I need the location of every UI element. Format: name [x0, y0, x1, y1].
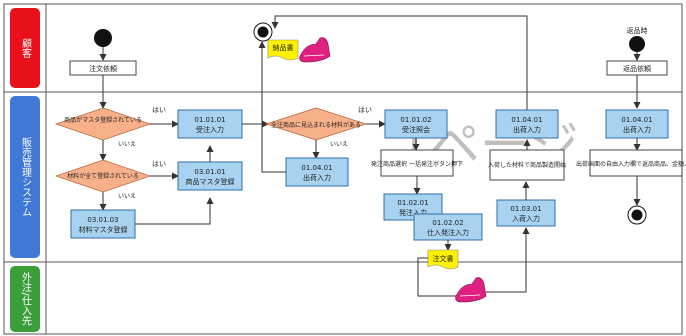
order-inquiry-box	[384, 109, 448, 139]
order-entry-label: 受注入力	[196, 125, 224, 134]
decision-product-master-label: 商品がマスタ登録されている	[64, 116, 142, 124]
initial-node-return	[629, 36, 645, 52]
po-entry-id: 01.02.01	[397, 199, 428, 207]
shipping-3-id: 01.04.01	[621, 116, 652, 124]
lane-label-supplier: 外注/仕入先	[20, 272, 32, 326]
edge-yes-2: はい	[152, 160, 166, 168]
edge-no-2: いいえ	[118, 193, 136, 200]
shipping-2-id: 01.04.01	[511, 116, 542, 124]
po-batch-label: 発注商品選択 一括発注ボタン押下	[371, 160, 463, 168]
lane-header-customer: 顧客	[10, 8, 40, 88]
lane-label-customer: 顧客	[20, 37, 32, 59]
delivery-note-document	[267, 39, 299, 61]
order-inquiry-label: 受注照会	[402, 125, 430, 134]
final-node-return-inner	[631, 209, 643, 221]
order-entry-box	[177, 109, 243, 139]
edge-yes-1: はい	[152, 106, 166, 114]
receiving-id: 01.03.01	[510, 205, 541, 213]
po-batch-node	[380, 149, 454, 177]
po-print-id: 01.02.02	[432, 219, 463, 227]
order-request-label: 注文依頼	[89, 64, 117, 73]
lane-label-sales-system: 販売管理システム	[20, 137, 32, 217]
receiving-label: 入荷入力	[512, 214, 540, 223]
po-print-box	[413, 213, 483, 241]
order-inquiry-id: 01.01.02	[400, 116, 431, 124]
material-master-id: 03.01.03	[87, 216, 118, 224]
order-entry-id: 01.01.01	[194, 116, 225, 124]
product-master-label: 商品マスタ登録	[186, 177, 235, 186]
material-master-box	[70, 209, 136, 239]
edge-yes-3: はい	[358, 106, 372, 114]
delivery-note-label: 納品書	[273, 43, 294, 52]
shipping-box	[285, 157, 349, 187]
po-print-label: 仕入発注入力	[427, 228, 469, 237]
shipping-box-2	[495, 109, 559, 139]
shipping-2-label: 出荷入力	[513, 125, 541, 134]
product-master-id: 03.01.01	[194, 168, 225, 176]
return-request-label: 返品依頼	[623, 64, 651, 73]
product-master-box	[177, 161, 243, 191]
receiving-box	[496, 199, 556, 227]
return-note-label: 出荷画面の自由入力欄で返品商品、金額入力	[576, 160, 686, 168]
decision-stock-label: 全注商品に見込まれる材料がある	[271, 121, 361, 129]
return-trigger-label: 返品時	[627, 27, 648, 35]
edge-no-3: いいえ	[330, 141, 348, 148]
purchase-order-label: 注文書	[433, 254, 454, 263]
decision-material-master-label: 材料が全て登録されている	[67, 172, 139, 180]
shipping-3-label: 出荷入力	[623, 125, 651, 134]
initial-node-order	[94, 29, 112, 47]
purchase-order-document	[427, 249, 459, 270]
edge-no-1: いいえ	[118, 141, 136, 148]
lane-header-sales-system: 販売管理システム	[10, 96, 40, 258]
manufacture-start-node	[489, 149, 565, 181]
return-note-node	[589, 149, 683, 177]
material-master-label: 材料マスタ登録	[79, 225, 128, 234]
shoe-icon	[299, 37, 331, 63]
shipping-box-3	[605, 109, 669, 139]
shoe-icon	[455, 277, 487, 303]
final-node-delivery-inner	[257, 26, 269, 38]
shipping-id: 01.04.01	[301, 164, 332, 172]
manufacture-start-label: 入荷した材料で商品製造開始	[488, 161, 566, 169]
po-entry-label: 発注入力	[399, 208, 427, 217]
shipping-label: 出荷入力	[303, 173, 331, 182]
lane-header-supplier: 外注/仕入先	[10, 266, 40, 332]
